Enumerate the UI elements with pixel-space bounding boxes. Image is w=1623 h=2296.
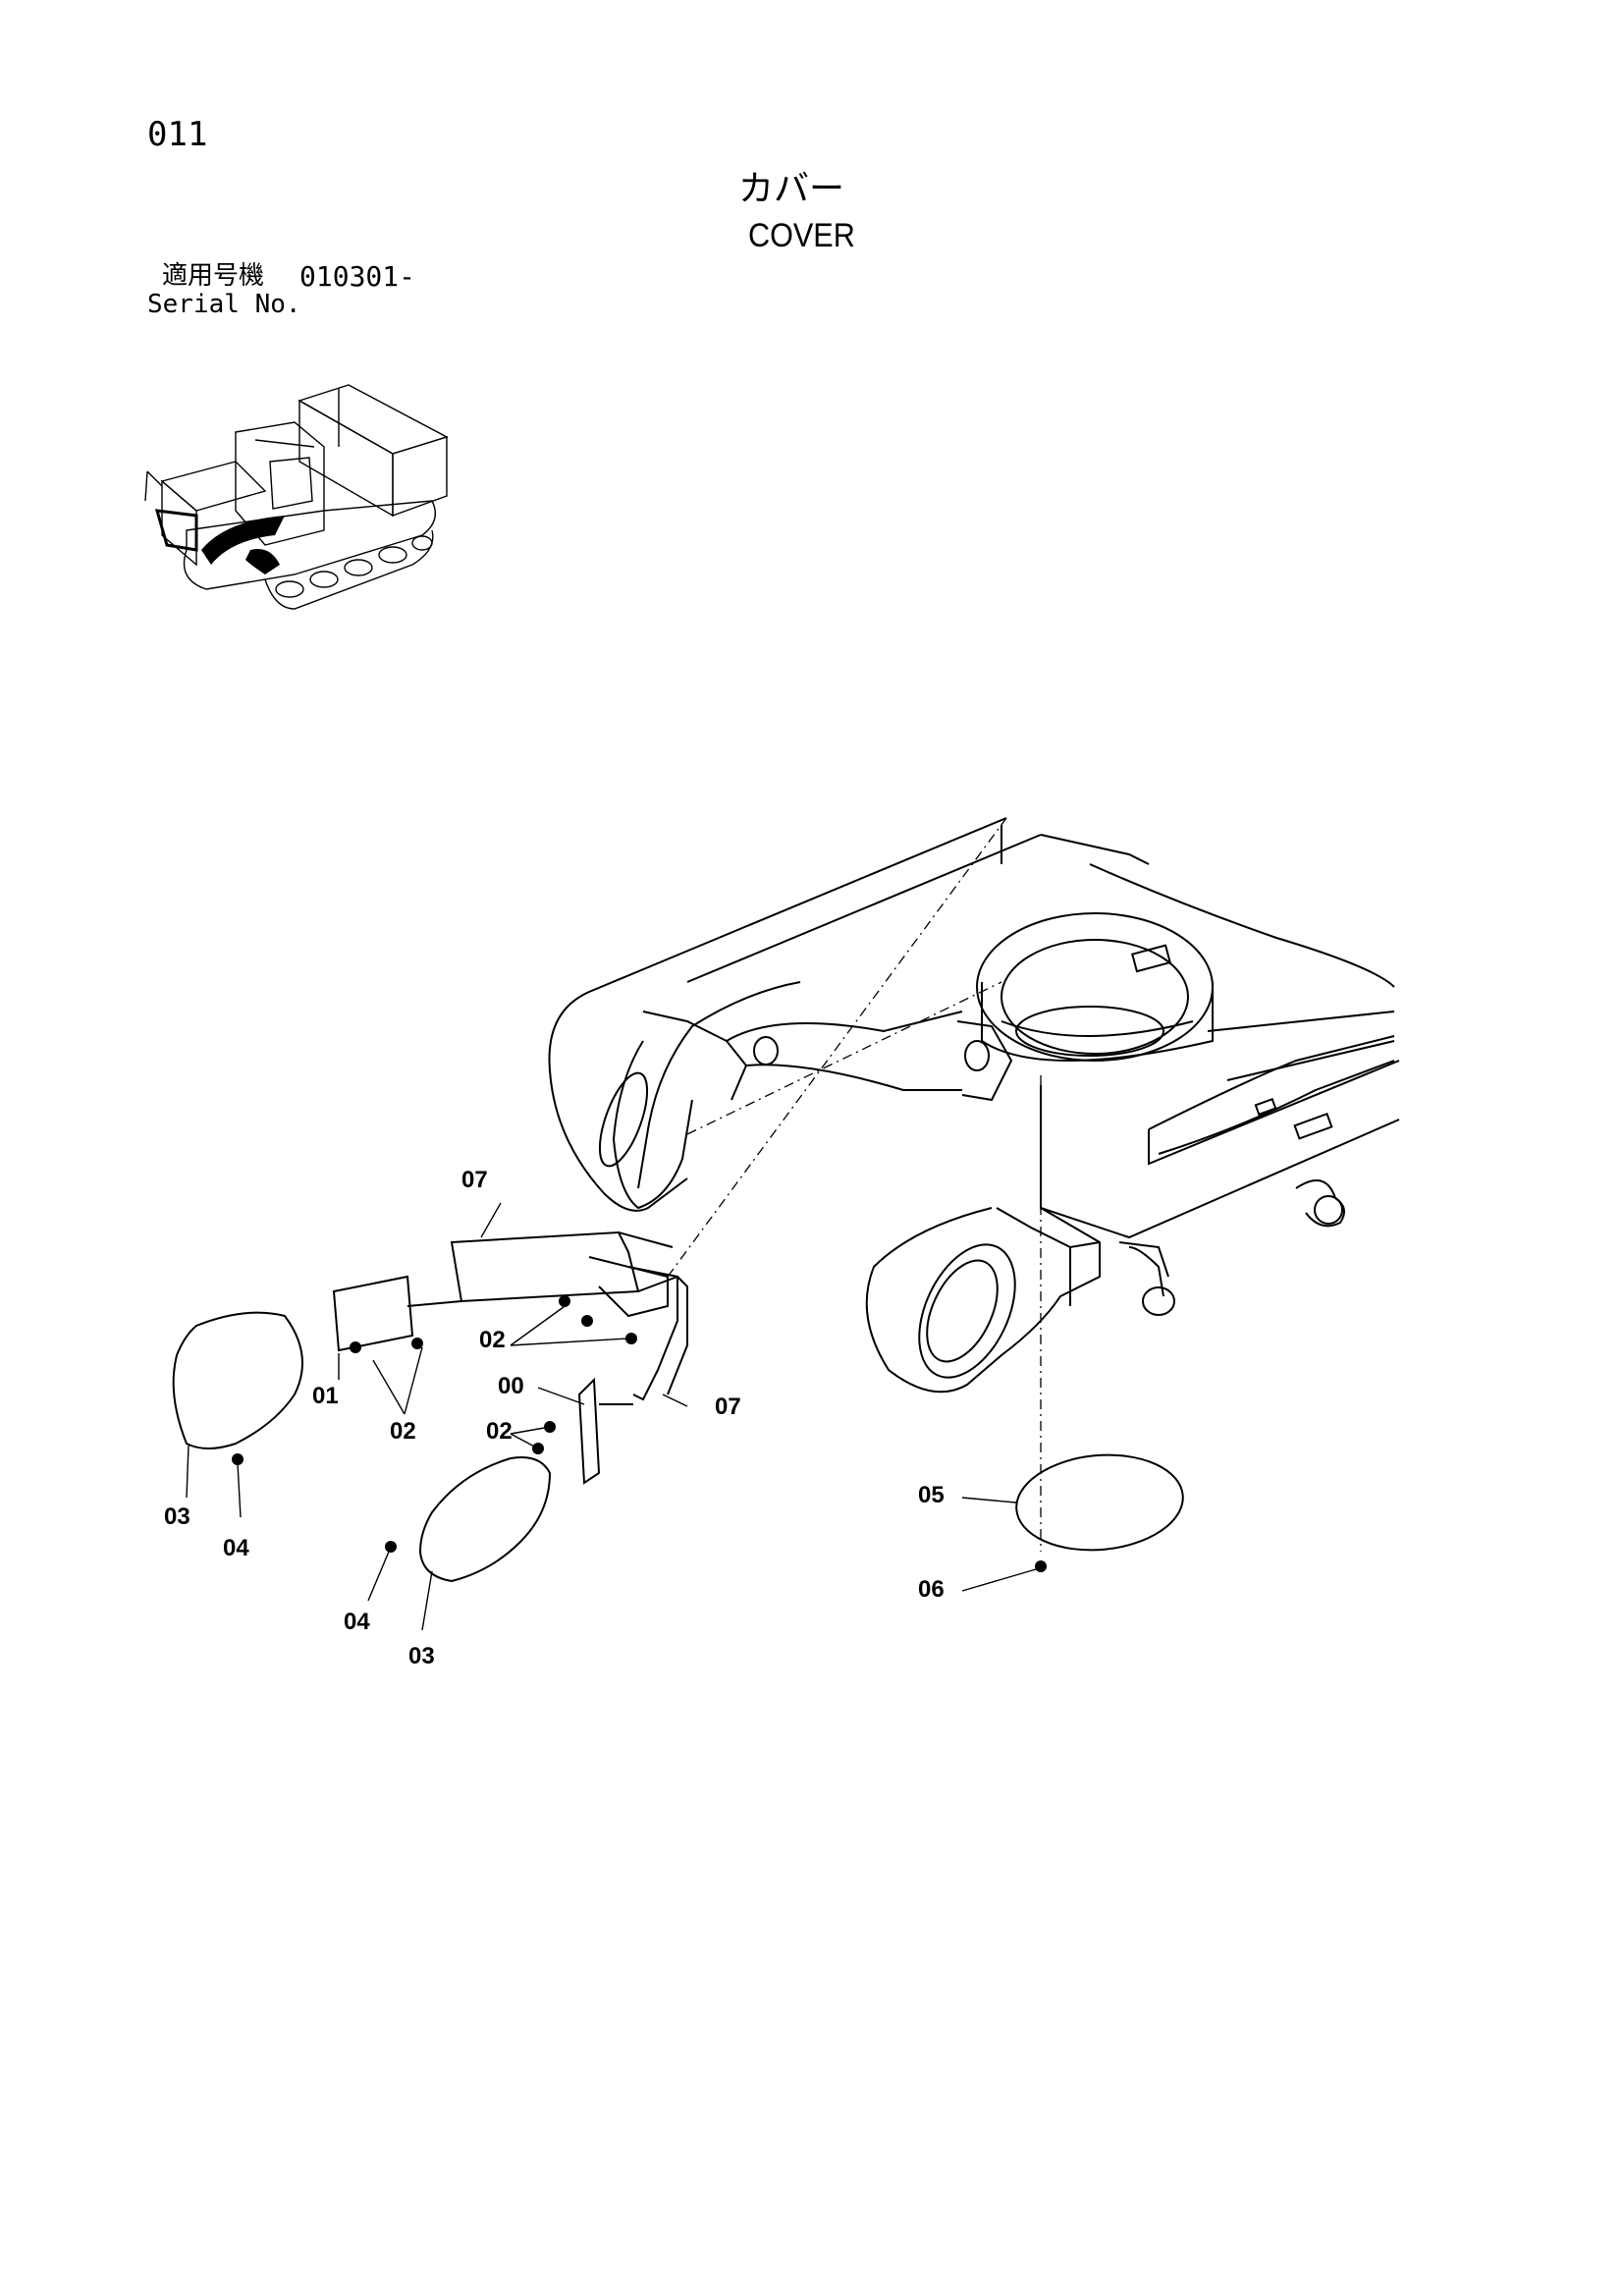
callout-05: 05 — [918, 1482, 945, 1508]
serial-label-japanese: 適用号機 — [162, 261, 265, 291]
callout-02-a: 02 — [479, 1327, 506, 1353]
page-title-japanese: カバー — [738, 169, 845, 209]
callout-00: 00 — [498, 1373, 524, 1399]
page-title-english: COVER — [748, 217, 855, 254]
callout-07-upper: 07 — [461, 1167, 488, 1193]
serial-number-value: 010301- — [299, 260, 416, 293]
callout-04-left: 04 — [223, 1535, 249, 1561]
callout-04-middle: 04 — [344, 1609, 370, 1635]
serial-label-english: Serial No. — [147, 290, 301, 319]
callout-02-c: 02 — [486, 1418, 513, 1445]
callout-01: 01 — [312, 1383, 339, 1409]
callout-07-lower: 07 — [715, 1394, 741, 1420]
callout-03-middle: 03 — [408, 1643, 435, 1669]
callout-06: 06 — [918, 1576, 945, 1603]
callout-03-left: 03 — [164, 1503, 190, 1530]
callout-02-b: 02 — [390, 1418, 416, 1445]
page-number: 011 — [147, 115, 208, 154]
